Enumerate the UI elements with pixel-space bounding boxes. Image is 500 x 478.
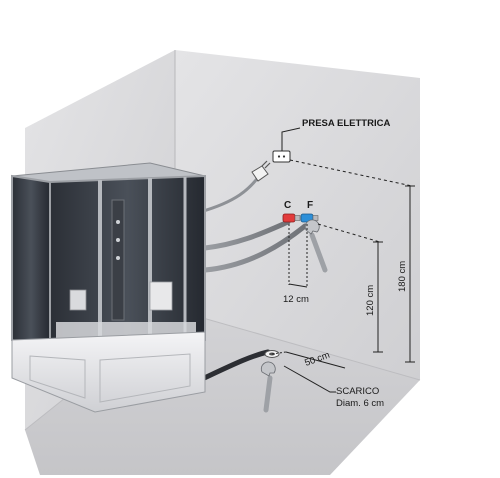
label-cold: F (307, 200, 313, 211)
cabin-jet-3 (116, 256, 120, 260)
cabin-tub-panel-1 (29, 355, 86, 399)
label-dim-180: 180 cm (397, 261, 408, 292)
cabin-seat (149, 281, 173, 311)
socket-leader-line (281, 127, 301, 151)
dim-180-top-ref (289, 159, 413, 187)
label-dim-120: 120 cm (365, 285, 376, 316)
plug-icon (251, 160, 271, 182)
hot-water-hose (202, 219, 291, 251)
cabin-jet-2 (116, 238, 120, 242)
cold-water-hose (202, 223, 308, 273)
label-power-socket: PRESA ELETTRICA (302, 118, 390, 129)
socket-plate (272, 150, 291, 163)
cabin-jet-1 (116, 220, 120, 224)
label-drain-diameter: Diam. 6 cm (336, 398, 384, 409)
back-wall (175, 50, 420, 380)
dim-12-line (288, 283, 308, 288)
drain-hose (197, 349, 271, 383)
hot-water-connector (282, 213, 301, 223)
shower-cabin (11, 162, 206, 413)
dimension-lines (271, 127, 415, 393)
dim-120-top-ref (317, 223, 381, 243)
label-dim-12: 12 cm (283, 294, 309, 305)
label-drain: SCARICO (336, 386, 379, 397)
drain-leader-line (283, 365, 336, 393)
drain-wrench-icon (260, 361, 276, 413)
socket-hole-left (277, 155, 281, 158)
room-edge-floor-right (174, 309, 421, 381)
cabin-control-panel (69, 289, 87, 311)
dim-50-line (285, 351, 346, 369)
wrench-icon (304, 219, 328, 273)
cabin-tub-panel-2 (99, 353, 191, 403)
cabin-side-glass (11, 174, 51, 354)
label-hot: C (284, 200, 291, 211)
socket-hole-right (282, 155, 286, 158)
power-socket (272, 150, 291, 163)
